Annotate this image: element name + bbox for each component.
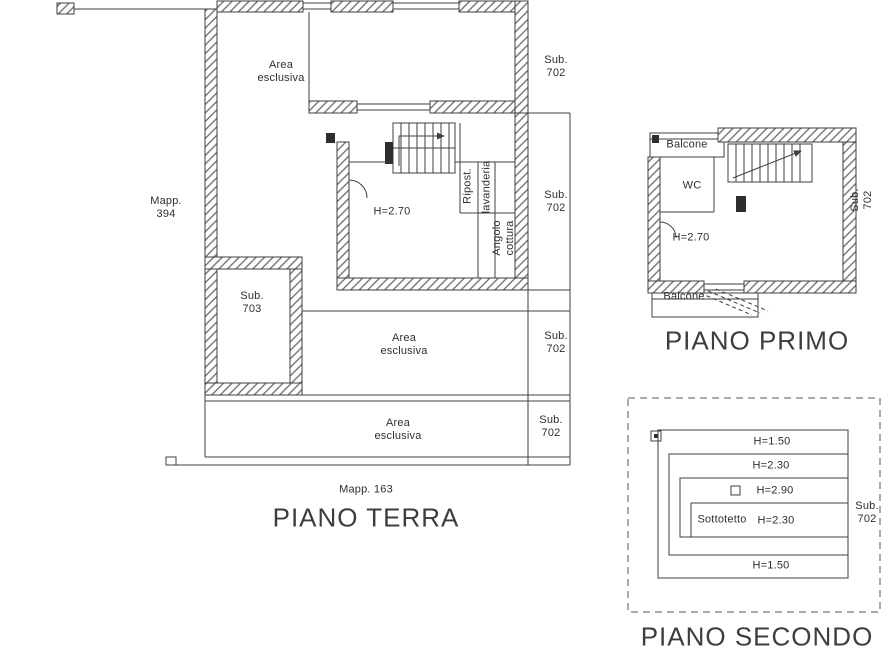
label-mapp-394: Mapp. 394: [150, 194, 182, 220]
title-piano-terra: PIANO TERRA: [272, 502, 460, 533]
label-sub-703: Sub. 703: [240, 289, 264, 315]
label-balcone-top: Balcone: [666, 138, 708, 151]
stairs-terra: [392, 122, 456, 174]
label-height-270-terra: H=2.70: [373, 205, 411, 218]
label-sub-702-primo: Sub. 702: [848, 188, 874, 212]
label-sub-702-bottom: Sub. 702: [539, 413, 563, 439]
label-height-230-mid: H=2.30: [755, 514, 797, 528]
piano-primo-linework: [647, 127, 857, 318]
label-sub-702-low: Sub. 702: [544, 329, 568, 355]
label-sottotetto: Sottotetto: [697, 513, 747, 526]
label-area-esclusiva-mid: Area esclusiva: [380, 331, 428, 357]
label-height-270-primo: H=2.70: [672, 231, 710, 244]
label-height-290: H=2.90: [754, 484, 796, 498]
stairs-primo: [727, 143, 813, 183]
label-sub-702-top: Sub. 702: [544, 53, 568, 79]
sub703-walls: [204, 256, 303, 396]
label-height-230-top: H=2.30: [750, 459, 792, 473]
label-height-150-top: H=1.50: [751, 435, 793, 449]
label-sub-702-secondo: Sub. 702: [855, 499, 879, 525]
label-balcone-bottom: Balcone: [663, 290, 705, 303]
label-ripostiglio: Ripost.: [461, 168, 474, 204]
label-height-150-bottom: H=1.50: [750, 559, 792, 573]
label-area-esclusiva-bottom: Area esclusiva: [374, 416, 422, 442]
label-lavanderia: lavanderia: [480, 160, 493, 214]
label-angolo-cottura: Angolo cottura: [490, 220, 516, 256]
piano-terra-linework: [56, 0, 571, 466]
label-mapp-163: Mapp. 163: [339, 483, 393, 496]
piano-secondo-linework: [627, 397, 881, 613]
label-area-esclusiva-top: Area esclusiva: [257, 58, 305, 84]
label-wc: WC: [682, 179, 702, 192]
title-piano-primo: PIANO PRIMO: [664, 325, 850, 356]
title-piano-secondo: PIANO SECONDO: [640, 621, 874, 652]
label-sub-702-mid: Sub. 702: [544, 188, 568, 214]
